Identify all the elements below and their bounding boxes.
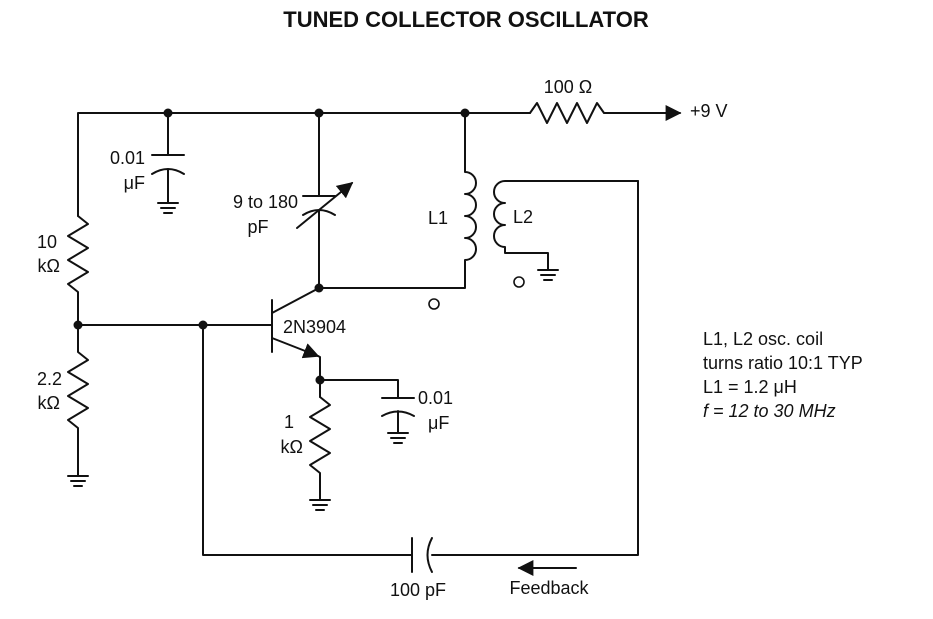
- feedback-loop: [202, 180, 639, 573]
- capacitor-bypass-unit: μF: [124, 173, 145, 193]
- capacitor-emitter-value: 0.01: [418, 388, 453, 408]
- resistor-1k-unit: kΩ: [281, 437, 303, 457]
- capacitor-feedback-label: 100 pF: [390, 580, 446, 600]
- junction-dot: [460, 108, 470, 118]
- junction-dot: [198, 320, 208, 330]
- transistor-2n3904: [271, 287, 321, 381]
- inductor-l2: [493, 180, 639, 281]
- notes-block: L1, L2 osc. coil turns ratio 10:1 TYP L1…: [703, 329, 863, 421]
- junction-dot: [73, 320, 83, 330]
- resistor-2k2-value: 2.2: [37, 369, 62, 389]
- capacitor-emitter-unit: μF: [428, 413, 449, 433]
- inductor-l2-label: L2: [513, 207, 533, 227]
- feedback-label: Feedback: [509, 578, 589, 598]
- resistor-100-ohm: [529, 102, 682, 124]
- diagram-title: TUNED COLLECTOR OSCILLATOR: [283, 7, 649, 32]
- note-line: L1, L2 osc. coil: [703, 329, 823, 349]
- resistor-1k-value: 1: [284, 412, 294, 432]
- junction-dot: [314, 283, 324, 293]
- variable-capacitor-value: 9 to 180: [233, 192, 298, 212]
- junction-dot: [315, 375, 325, 385]
- top-rail-wire: [77, 112, 531, 217]
- emitter-wire: [319, 379, 399, 399]
- inductor-l1: [318, 112, 477, 289]
- resistor-10k: [67, 215, 89, 326]
- transistor-label: 2N3904: [283, 317, 346, 337]
- resistor-10k-value: 10: [37, 232, 57, 252]
- resistor-10k-unit: kΩ: [38, 256, 60, 276]
- junction-dot: [163, 108, 173, 118]
- open-terminal-l1: [428, 298, 440, 310]
- open-terminal-l2: [513, 276, 525, 288]
- resistor-1k: [309, 396, 331, 511]
- capacitor-bypass: [151, 112, 185, 214]
- resistor-2k2-unit: kΩ: [38, 393, 60, 413]
- note-line: L1 = 1.2 μH: [703, 377, 797, 397]
- variable-capacitor-unit: pF: [247, 217, 268, 237]
- supply-label: +9 V: [690, 101, 728, 121]
- junction-dot: [314, 108, 324, 118]
- note-line: turns ratio 10:1 TYP: [703, 353, 863, 373]
- resistor-100-ohm-label: 100 Ω: [544, 77, 593, 97]
- note-line: f = 12 to 30 MHz: [703, 401, 836, 421]
- capacitor-bypass-value: 0.01: [110, 148, 145, 168]
- variable-capacitor: [296, 112, 354, 289]
- resistor-2k2: [67, 324, 89, 487]
- inductor-l1-label: L1: [428, 208, 448, 228]
- capacitor-emitter: [381, 397, 415, 444]
